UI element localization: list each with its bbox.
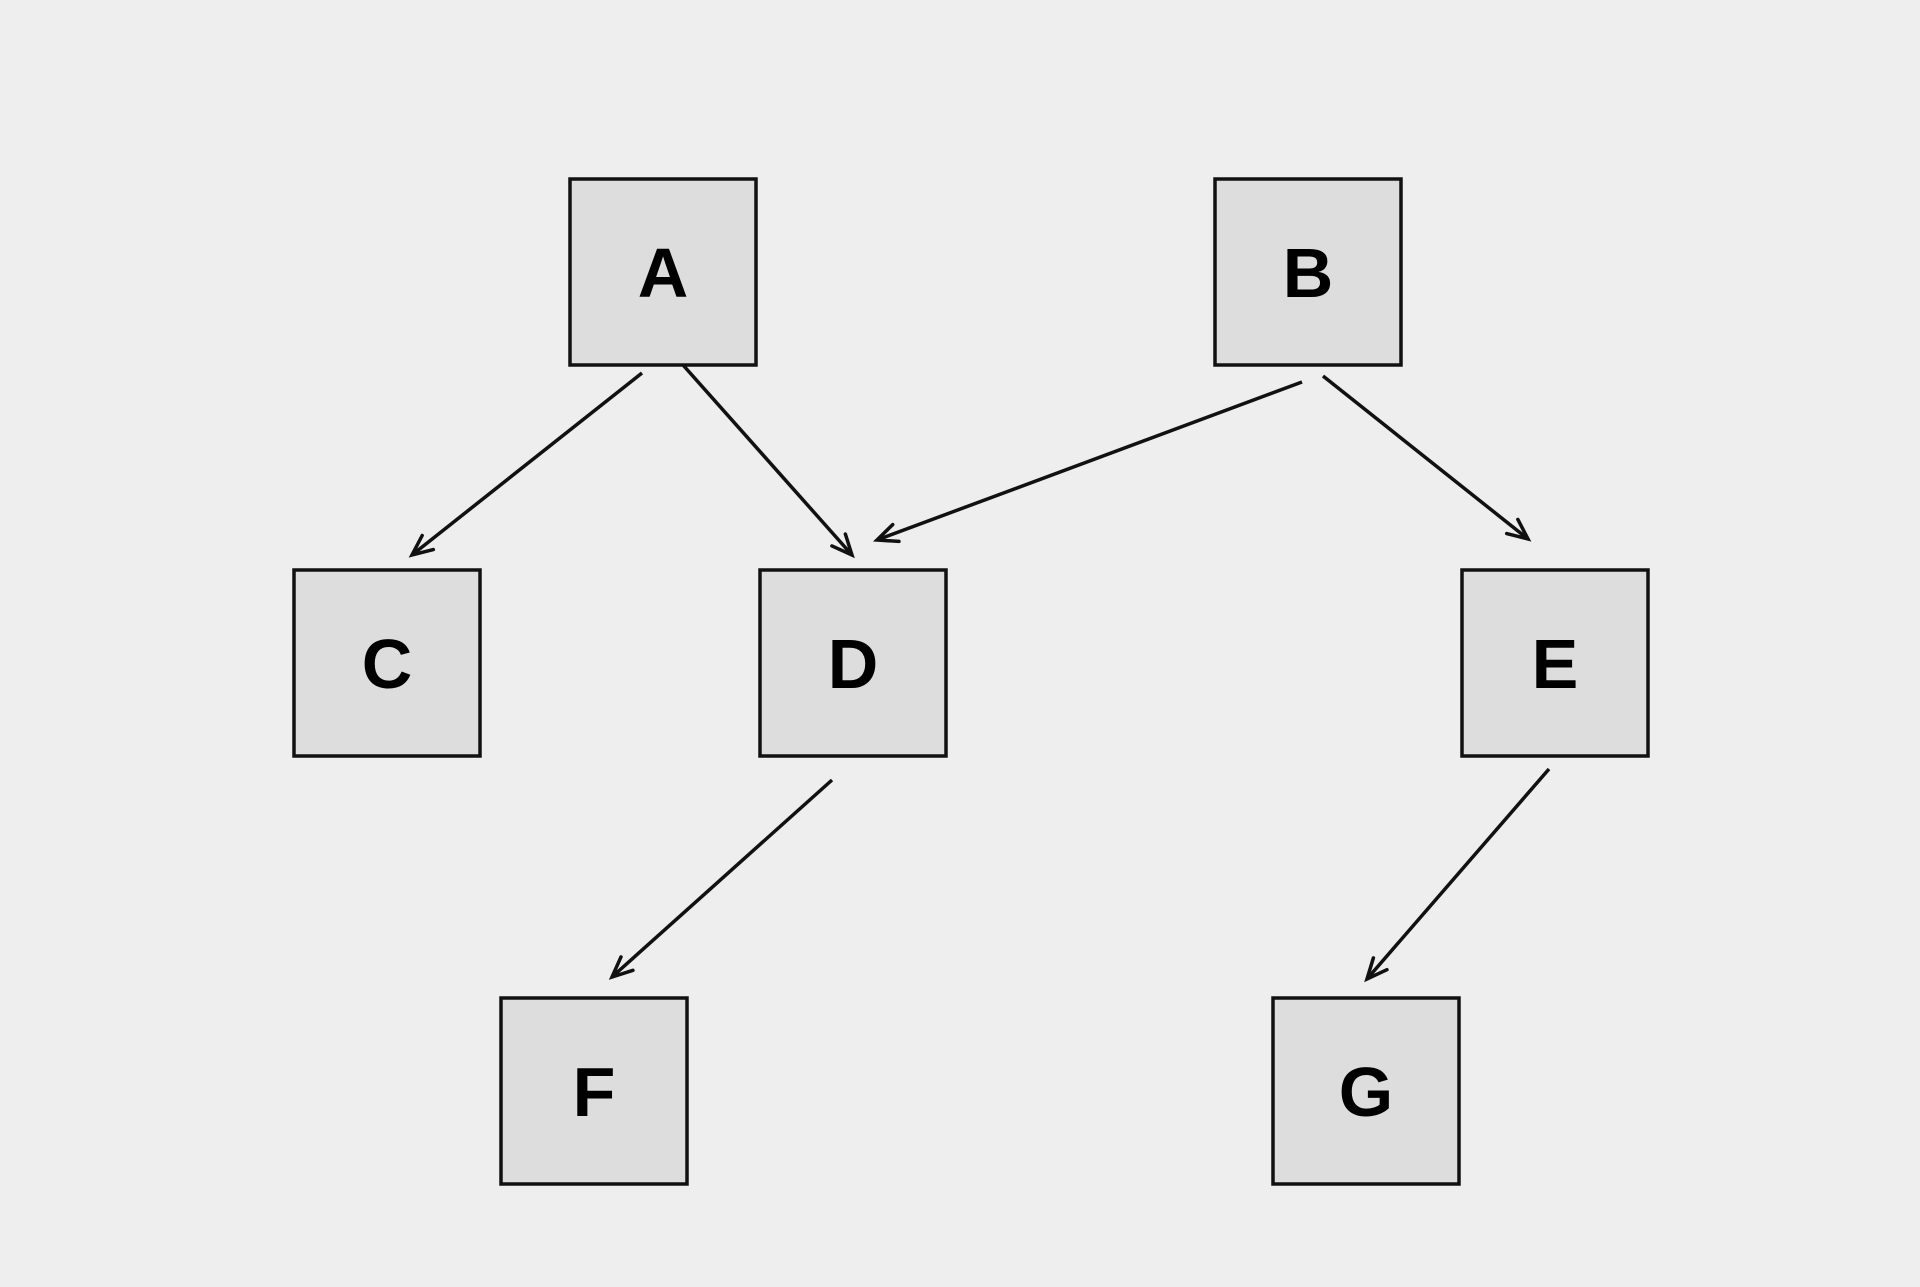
node-e-box	[1460, 568, 1650, 758]
node-g-label: G	[1339, 1053, 1393, 1131]
node-f: F	[499, 996, 689, 1186]
nodes-layer: A B C D E F G	[292, 177, 1650, 1186]
node-d-box	[758, 568, 948, 758]
node-b: B	[1213, 177, 1403, 367]
node-c-label: C	[362, 625, 413, 703]
node-c-box	[292, 568, 482, 758]
node-g-box	[1271, 996, 1461, 1186]
node-b-box	[1213, 177, 1403, 367]
node-e-label: E	[1532, 625, 1579, 703]
node-d-label: D	[828, 625, 879, 703]
node-f-label: F	[573, 1053, 616, 1131]
node-a-box	[568, 177, 758, 367]
edge-b-d	[876, 380, 1303, 542]
node-a: A	[568, 177, 758, 367]
edge-a-c-arrowhead	[408, 533, 436, 558]
edge-a-d-arrowhead	[830, 532, 855, 559]
edge-b-e-arrowhead	[1504, 517, 1532, 542]
edge-d-f	[610, 778, 834, 979]
edge-b-d-arrowhead	[872, 522, 901, 544]
edge-b-e	[1321, 374, 1530, 541]
node-d: D	[758, 568, 948, 758]
edges-layer	[408, 363, 1551, 983]
node-e: E	[1460, 568, 1650, 758]
edge-e-g-arrowhead	[1364, 956, 1389, 983]
node-c: C	[292, 568, 482, 758]
node-g: G	[1271, 996, 1461, 1186]
edge-e-g	[1365, 767, 1551, 981]
edge-d-f-arrowhead	[608, 955, 635, 980]
node-b-label: B	[1283, 234, 1334, 312]
edge-a-d	[681, 363, 854, 557]
edge-a-c	[410, 371, 644, 557]
node-a-label: A	[638, 234, 689, 312]
node-f-box	[499, 996, 689, 1186]
